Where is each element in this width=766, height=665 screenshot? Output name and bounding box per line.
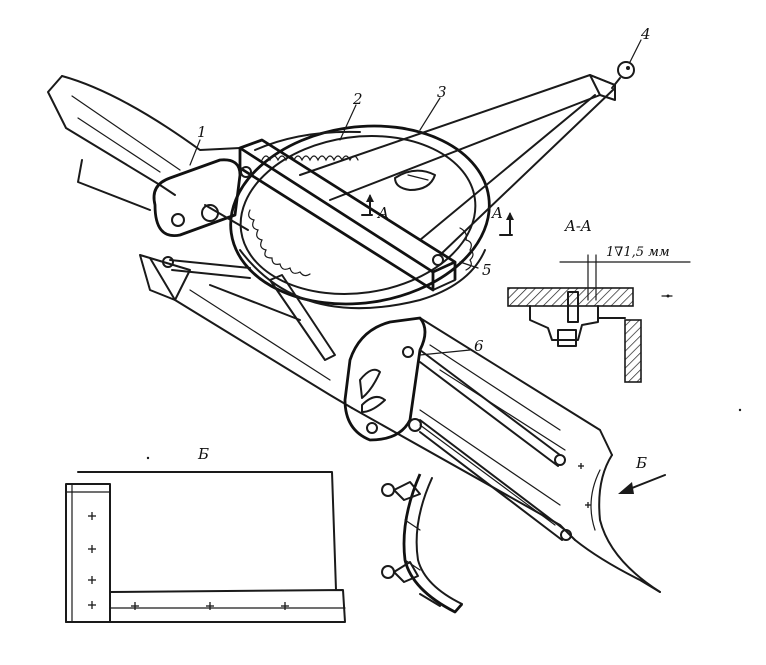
crossbar-block — [238, 138, 457, 292]
section-bracket — [624, 319, 642, 383]
toothed-sector — [248, 130, 474, 277]
section-a-markers: A A — [361, 194, 514, 236]
rotating-ring — [229, 124, 491, 310]
section-a-a-detail: A-A 1∇1,5 мм — [507, 217, 691, 383]
section-marker-left: A — [376, 204, 389, 222]
view-label: Б — [197, 445, 209, 463]
curved-tail — [574, 454, 661, 593]
callout-5: 5 — [482, 261, 492, 279]
curved-profile-detail — [381, 473, 464, 614]
profile-lug-top — [381, 483, 395, 497]
callout-4: 4 — [640, 25, 651, 43]
side-strip — [65, 483, 111, 623]
callout-leaders — [189, 39, 642, 356]
section-title: A-A — [563, 217, 592, 235]
callout-2: 2 — [352, 90, 363, 108]
ball-knob — [611, 61, 635, 89]
view-arrow-label: Б — [635, 454, 647, 472]
view-b-detail: Б — [65, 445, 346, 623]
right-bracket — [343, 316, 427, 442]
blade-body — [47, 75, 613, 541]
callout-6: 6 — [474, 337, 484, 355]
section-plate — [507, 287, 634, 307]
callout-3: 3 — [437, 83, 447, 101]
rods — [419, 349, 591, 541]
rivet-marks — [88, 512, 289, 610]
view-arrow: Б — [618, 454, 666, 494]
callout-1: 1 — [197, 123, 207, 141]
lever-arms — [299, 74, 616, 256]
profile-lug-bottom — [381, 565, 395, 579]
dimension-label: 1∇1,5 мм — [606, 245, 670, 260]
section-marker-right: A — [490, 204, 503, 222]
struts — [169, 204, 336, 361]
main-assembly: A A 1 2 3 4 5 6 Б — [47, 25, 666, 593]
